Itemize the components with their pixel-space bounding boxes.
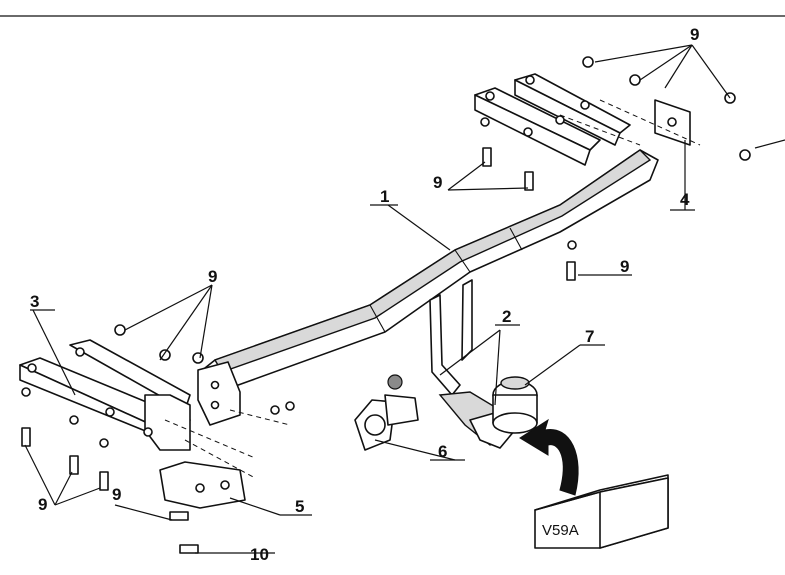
- label-part-4: 4: [680, 190, 690, 209]
- label-part-3: 3: [30, 292, 39, 311]
- label-part-9-bottom: 9: [112, 485, 121, 504]
- cross-beam: [199, 149, 659, 389]
- assembly-guide-lines: [164, 99, 701, 479]
- label-part-6: 6: [438, 442, 447, 461]
- right-mounting-bracket: [474, 73, 631, 166]
- spacer-plate: [654, 99, 691, 146]
- label-part-5: 5: [295, 497, 304, 516]
- label-part-9-center: 9: [433, 173, 442, 192]
- bolts-and-washers: [21, 56, 751, 554]
- socket-plate-bracket: [159, 461, 246, 509]
- label-part-9-left-lower: 9: [38, 495, 47, 514]
- label-part-2: 2: [502, 307, 511, 326]
- socket-plate: [354, 374, 419, 451]
- model-box: V59A: [534, 474, 669, 549]
- tow-ball-neck: [429, 279, 516, 449]
- left-mounting-bracket: [19, 339, 191, 451]
- label-part-9-top: 9: [690, 25, 699, 44]
- tow-ball: [492, 376, 538, 434]
- label-part-7: 7: [585, 327, 594, 346]
- label-part-10: 10: [250, 545, 269, 564]
- model-box-label: V59A: [542, 522, 579, 539]
- label-part-9-right: 9: [620, 257, 629, 276]
- label-part-1: 1: [380, 187, 389, 206]
- left-end-plate: [197, 361, 241, 426]
- callout-leaders: [24, 44, 785, 554]
- label-part-9-left-upper: 9: [208, 267, 217, 286]
- curved-arrow-icon: [519, 418, 579, 496]
